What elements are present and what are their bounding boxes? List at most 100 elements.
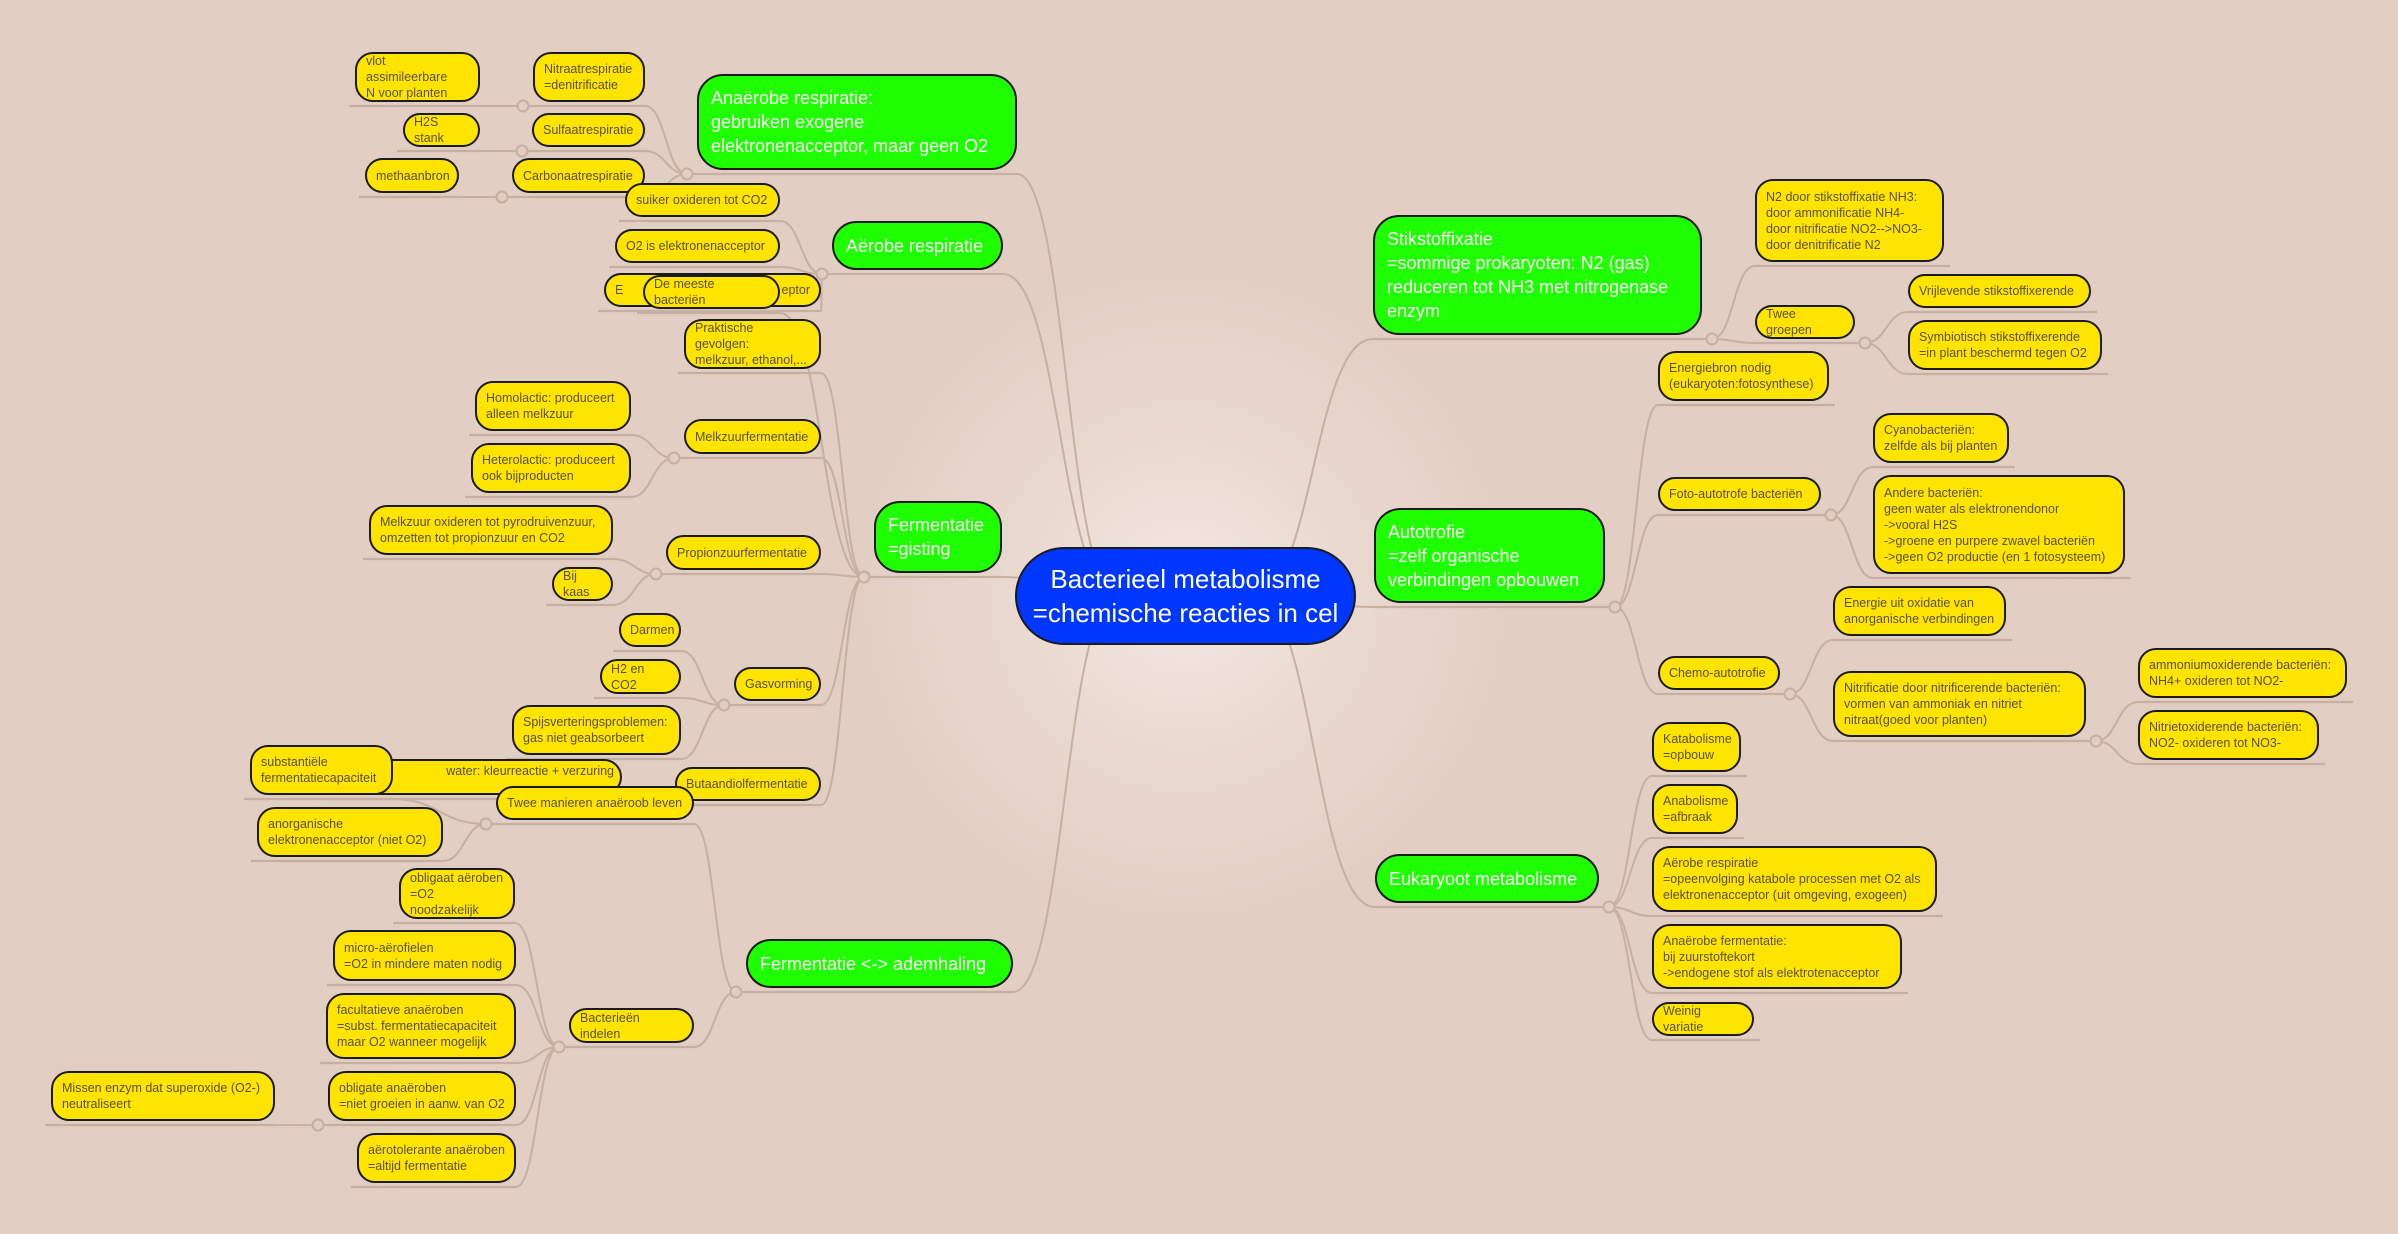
subtopic-prakt[interactable]: Praktische gevolgen: melkzuur, ethanol,.… xyxy=(684,319,821,369)
collapse-toggle[interactable] xyxy=(717,698,731,712)
connector-twee-anorg xyxy=(442,823,487,862)
connector-tweegr-symb xyxy=(1864,342,1909,375)
collapse-toggle[interactable] xyxy=(667,451,681,465)
collapse-toggle[interactable] xyxy=(495,190,509,204)
subtopic-vrij[interactable]: Vrijlevende stikstoffixerende xyxy=(1908,274,2091,308)
subtopic-oblanaer[interactable]: obligate anaëroben =niet groeien in aanw… xyxy=(328,1071,516,1121)
subtopic-melkox[interactable]: Melkzuur oxideren tot pyrodruivenzuur, o… xyxy=(369,505,613,555)
subtopic-aerresp[interactable]: Aërobe respiratie =opeenvolging katabole… xyxy=(1652,846,1937,912)
subtopic-micro[interactable]: micro-aërofielen =O2 in mindere maten no… xyxy=(333,930,516,981)
collapse-toggle[interactable] xyxy=(649,567,663,581)
subtopic-anorg[interactable]: anorganische elektronenacceptor (niet O2… xyxy=(257,807,443,857)
subtopic-foto[interactable]: Foto-autotrofe bacteriën xyxy=(1658,477,1821,511)
subtopic-o2is[interactable]: O2 is elektronenacceptor xyxy=(615,229,780,263)
collapse-toggle[interactable] xyxy=(857,570,871,584)
subtopic-h2co2[interactable]: H2 en CO2 xyxy=(600,659,681,694)
node-label: Fermentatie =gisting xyxy=(888,515,985,559)
subtopic-methaan[interactable]: methaanbron xyxy=(365,158,459,193)
subtopic-n2door[interactable]: N2 door stikstoffixatie NH3: door ammoni… xyxy=(1755,179,1944,262)
node-label: micro-aërofielen =O2 in mindere maten no… xyxy=(344,940,503,971)
collapse-toggle[interactable] xyxy=(552,1040,566,1054)
subtopic-aerotol[interactable]: aërotolerante anaëroben =altijd fermenta… xyxy=(357,1133,516,1183)
subtopic-missen[interactable]: Missen enzym dat superoxide (O2-) neutra… xyxy=(51,1071,275,1121)
collapse-toggle[interactable] xyxy=(479,817,493,831)
branch-topic-euk[interactable]: Eukaryoot metabolisme xyxy=(1375,854,1599,903)
subtopic-butaan[interactable]: Butaandiolfermentatie xyxy=(675,767,821,801)
node-label: Aërobe respiratie xyxy=(846,235,984,256)
subtopic-symb[interactable]: Symbiotisch stikstoffixerende =in plant … xyxy=(1908,320,2102,370)
branch-topic-stik[interactable]: Stikstoffixatie =sommige prokaryoten: N2… xyxy=(1373,215,1702,335)
collapse-toggle[interactable] xyxy=(2089,734,2103,748)
node-label: Foto-autotrofe bacteriën xyxy=(1669,487,1803,501)
subtopic-spijs[interactable]: Spijsverteringsproblemen: gas niet geabs… xyxy=(512,705,681,755)
branch-topic-fermadem[interactable]: Fermentatie <-> ademhaling xyxy=(746,939,1013,988)
subtopic-kaas[interactable]: Bij kaas xyxy=(552,567,613,601)
connector-root-anaer xyxy=(1016,173,1118,597)
subtopic-melkz[interactable]: Melkzuurfermentatie xyxy=(684,419,821,454)
connector-auto-energiebron xyxy=(1614,404,1659,608)
connector-melkz-homo xyxy=(630,434,675,459)
collapse-toggle[interactable] xyxy=(1705,332,1719,346)
subtopic-darmen[interactable]: Darmen xyxy=(619,613,681,647)
subtopic-indelen[interactable]: Bacterieën indelen xyxy=(569,1008,694,1043)
subtopic-nitraat[interactable]: Nitraatrespiratie =denitrificatie xyxy=(533,52,645,102)
central-topic[interactable]: Bacterieel metabolisme =chemische reacti… xyxy=(1015,547,1356,645)
subtopic-chemo[interactable]: Chemo-autotrofie xyxy=(1658,656,1780,690)
collapse-toggle[interactable] xyxy=(1858,336,1872,350)
subtopic-carbonaat[interactable]: Carbonaatrespiratie xyxy=(512,158,645,193)
collapse-toggle[interactable] xyxy=(729,985,743,999)
node-label: suiker oxideren tot CO2 xyxy=(636,193,768,207)
branch-topic-anaer[interactable]: Anaërobe respiratie: gebruiken exogene e… xyxy=(697,74,1017,170)
collapse-toggle[interactable] xyxy=(311,1118,325,1132)
subtopic-katab[interactable]: Katabolisme =opbouw xyxy=(1652,722,1741,772)
subtopic-h2s[interactable]: H2S stank xyxy=(403,113,480,147)
subtopic-vlot[interactable]: vlot assimileerbare N voor planten xyxy=(355,52,480,102)
node-label: ammoniumoxiderende bacteriën: NH4+ oxide… xyxy=(2149,658,2332,688)
node-label: Butaandiolfermentatie xyxy=(686,777,808,791)
connector-ferm-melkz xyxy=(820,457,865,578)
subtopic-energiebron[interactable]: Energiebron nodig (eukaryoten:fotosynthe… xyxy=(1658,351,1829,401)
connector-aer-suiker xyxy=(779,220,823,275)
subtopic-twee[interactable]: Twee manieren anaëroob leven xyxy=(496,786,694,820)
node-label: obligate anaëroben =niet groeien in aanw… xyxy=(339,1081,505,1111)
subtopic-oblaer[interactable]: obligaat aëroben =O2 noodzakelijk xyxy=(399,868,515,919)
subtopic-suiker[interactable]: suiker oxideren tot CO2 xyxy=(625,183,780,217)
subtopic-ammon[interactable]: ammoniumoxiderende bacteriën: NH4+ oxide… xyxy=(2138,648,2347,698)
subtopic-gas[interactable]: Gasvorming xyxy=(734,667,821,701)
subtopic-propion[interactable]: Propionzuurfermentatie xyxy=(666,535,821,570)
subtopic-sulfaat[interactable]: Sulfaatrespiratie xyxy=(532,113,645,147)
subtopic-nitrif[interactable]: Nitrificatie door nitrificerende bacteri… xyxy=(1833,671,2086,737)
branch-topic-ferm[interactable]: Fermentatie =gisting xyxy=(874,501,1002,573)
subtopic-weinig[interactable]: Weinig variatie xyxy=(1652,1002,1754,1036)
collapse-toggle[interactable] xyxy=(1783,687,1797,701)
node-label: eptor xyxy=(781,283,811,297)
node-label: Missen enzym dat superoxide (O2-) neutra… xyxy=(62,1081,260,1111)
subtopic-subst[interactable]: substantiële fermentatiecapaciteit xyxy=(250,745,393,795)
branch-topic-auto[interactable]: Autotrofie =zelf organische verbindingen… xyxy=(1374,508,1605,603)
connector-gas-spijs xyxy=(680,704,725,760)
subtopic-cyano[interactable]: Cyanobacteriën: zelfde als bij planten xyxy=(1873,413,2009,463)
subtopic-meeste[interactable]: De meeste bacteriën xyxy=(643,275,780,309)
subtopic-andere[interactable]: Andere bacteriën: geen water als elektro… xyxy=(1873,475,2125,574)
node-label: methaanbron xyxy=(376,168,450,183)
subtopic-facult[interactable]: facultatieve anaëroben =subst. fermentat… xyxy=(326,993,516,1059)
subtopic-anaerferm[interactable]: Anaërobe fermentatie: bij zuurstoftekort… xyxy=(1652,924,1902,989)
branch-topic-aer[interactable]: Aërobe respiratie xyxy=(832,221,1003,270)
collapse-toggle[interactable] xyxy=(1824,508,1838,522)
node-label: O2 is elektronenacceptor xyxy=(626,239,765,253)
collapse-toggle[interactable] xyxy=(515,144,529,158)
collapse-toggle[interactable] xyxy=(680,167,694,181)
node-label: water: kleurreactie + verzuring xyxy=(446,764,614,778)
subtopic-anab[interactable]: Anabolisme =afbraak xyxy=(1652,784,1738,834)
subtopic-hetero[interactable]: Heterolactic: produceert ook bijproducte… xyxy=(471,443,631,493)
collapse-toggle[interactable] xyxy=(516,99,530,113)
collapse-toggle[interactable] xyxy=(1602,900,1616,914)
subtopic-tweegr[interactable]: Twee groepen xyxy=(1755,305,1855,339)
subtopic-nitriet[interactable]: Nitrietoxiderende bacteriën: NO2- oxider… xyxy=(2138,710,2319,760)
connector-chemo-nitrif xyxy=(1789,693,1834,742)
node-label: Eukaryoot metabolisme xyxy=(1389,868,1578,889)
subtopic-homo[interactable]: Homolactic: produceert alleen melkzuur xyxy=(475,381,631,431)
collapse-toggle[interactable] xyxy=(1608,600,1622,614)
subtopic-energieuit[interactable]: Energie uit oxidatie van anorganische ve… xyxy=(1833,586,2006,636)
collapse-toggle[interactable] xyxy=(815,267,829,281)
